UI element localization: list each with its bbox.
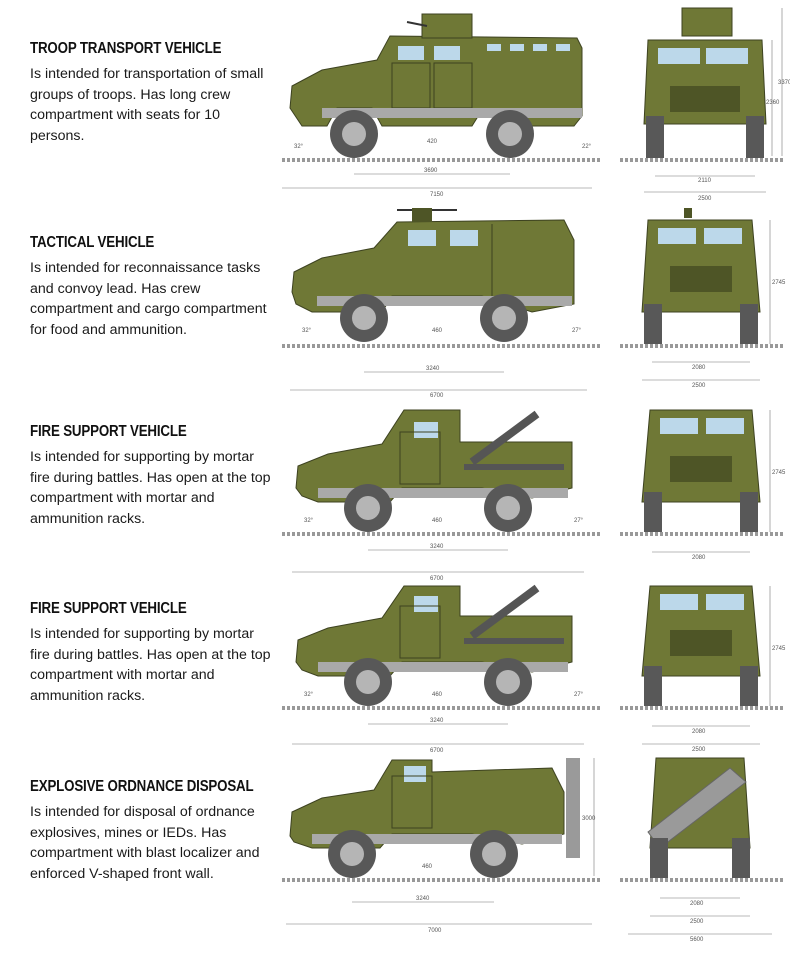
side-view-drawing: 3240 6700 460 32° 27°	[282, 208, 600, 399]
dimension-label: 2500	[690, 919, 704, 925]
dimension-label: 2080	[692, 729, 706, 735]
side-view-drawing: 3000 3240 7000 460	[282, 758, 600, 934]
dimension-label: 2745	[772, 646, 786, 652]
side-view-drawing: 3240 6700 460 32° 27°	[282, 409, 600, 582]
vehicle-title: FIRE SUPPORT VEHICLE	[30, 423, 187, 440]
dimension-label: 3240	[416, 896, 430, 902]
dimension-label: 6700	[430, 576, 444, 582]
dimension-label: 2080	[692, 365, 706, 371]
dimension-label: 27°	[572, 328, 582, 334]
dimension-label: 460	[432, 692, 443, 698]
dimension-label: 5600	[690, 937, 704, 943]
vehicle-text-3: FIRE SUPPORT VEHICLE Is intended for sup…	[30, 423, 275, 529]
dimension-label: 32°	[304, 692, 314, 698]
dimension-label: 2110	[698, 178, 712, 184]
dimension-label: 6700	[430, 393, 444, 399]
dimension-label: 32°	[302, 328, 312, 334]
dimension-label: 460	[432, 518, 443, 524]
front-view-drawing: 2360 3370 2110 2500	[620, 7, 790, 202]
dimension-label: 6700	[430, 748, 444, 754]
dimension-label: 32°	[294, 144, 304, 150]
dimension-label: 3240	[426, 366, 440, 372]
dimension-label: 2745	[772, 470, 786, 476]
vehicle-description: Is intended for reconnaissance tasks and…	[30, 260, 267, 338]
dimension-label: 460	[422, 864, 433, 870]
vehicle-text-5: EXPLOSIVE ORDNANCE DISPOSAL Is intended …	[30, 778, 275, 884]
dimension-label: 2745	[772, 280, 786, 286]
dimension-label: 2360	[766, 100, 780, 106]
dimension-label: 22°	[582, 144, 592, 150]
dimension-label: 2080	[692, 555, 706, 561]
dimension-label: 7000	[428, 928, 442, 934]
dimension-label: 2500	[692, 383, 706, 389]
vehicle-title: EXPLOSIVE ORDNANCE DISPOSAL	[30, 778, 254, 795]
dimension-label: 3000	[582, 816, 596, 822]
dimension-label: 3690	[424, 168, 438, 174]
front-view-drawing: 2745 2080 2500	[620, 585, 786, 753]
dimension-label: 2500	[698, 196, 712, 202]
vehicle-description: Is intended for supporting by mortar fir…	[30, 626, 271, 704]
vehicle-description: Is intended for transportation of small …	[30, 66, 264, 144]
vehicle-title: FIRE SUPPORT VEHICLE	[30, 600, 187, 617]
dimension-label: 3240	[430, 544, 444, 550]
front-view-drawing: 2080 2500 5600	[620, 757, 785, 943]
vehicle-text-2: TACTICAL VEHICLE Is intended for reconna…	[30, 234, 275, 340]
dimension-label: 7150	[430, 192, 444, 198]
dimension-label: 3240	[430, 718, 444, 724]
dimension-label: 32°	[304, 518, 314, 524]
vehicle-description: Is intended for supporting by mortar fir…	[30, 449, 271, 527]
vehicle-text-1: TROOP TRANSPORT VEHICLE Is intended for …	[30, 40, 275, 146]
dimension-label: 420	[427, 139, 438, 145]
vehicle-description: Is intended for disposal of ordnance exp…	[30, 804, 260, 882]
vehicle-title: TACTICAL VEHICLE	[30, 234, 155, 251]
vehicle-text-4: FIRE SUPPORT VEHICLE Is intended for sup…	[30, 600, 275, 706]
front-view-drawing: 2745 2080	[620, 409, 786, 561]
dimension-label: 27°	[574, 518, 584, 524]
dimension-label: 2500	[692, 747, 706, 753]
dimension-label: 3370	[778, 80, 790, 86]
dimension-label: 2080	[690, 901, 704, 907]
side-view-drawing: 3690 7150 420 32° 22°	[282, 13, 600, 198]
front-view-drawing: 2745 2080 2500	[620, 208, 786, 389]
vehicle-title: TROOP TRANSPORT VEHICLE	[30, 40, 222, 57]
side-view-drawing: 3240 6700 460 32° 27°	[282, 584, 600, 754]
dimension-label: 460	[432, 328, 443, 334]
dimension-label: 27°	[574, 692, 584, 698]
